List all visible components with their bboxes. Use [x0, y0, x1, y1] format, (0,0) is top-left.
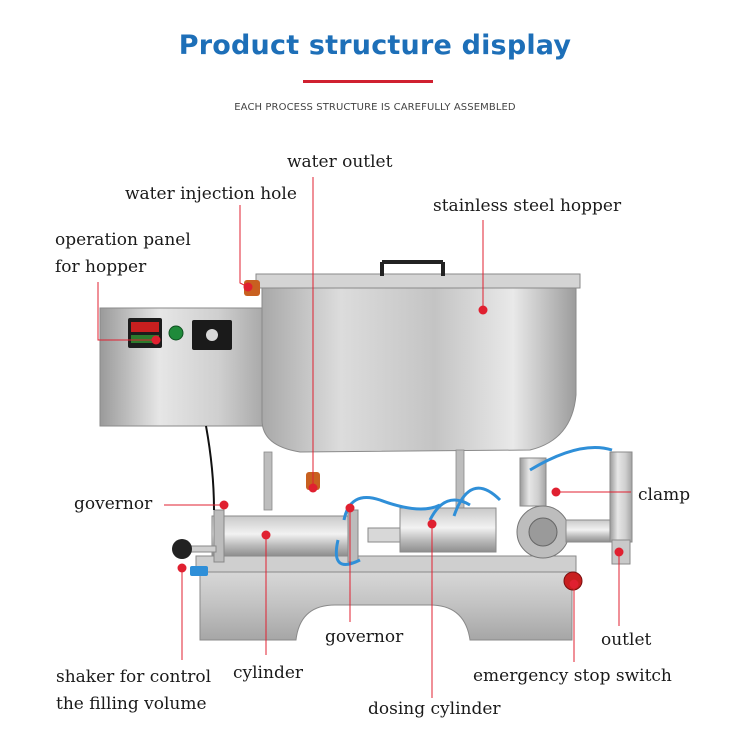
hopper	[244, 260, 581, 507]
label-water-injection-hole: water injection hole	[125, 184, 297, 204]
label-operation-panel-line1: operation panel	[55, 230, 191, 250]
label-clamp: clamp	[638, 485, 691, 505]
label-shaker-line2: the filling volume	[56, 694, 207, 714]
control-panel-box	[99, 307, 271, 427]
label-cylinder: cylinder	[233, 663, 304, 683]
label-operation-panel-line2: for hopper	[55, 257, 147, 277]
support-posts	[263, 449, 465, 511]
callout-dots	[151, 282, 624, 589]
label-dosing-cylinder: dosing cylinder	[368, 699, 501, 719]
label-stainless-steel-hopper: stainless steel hopper	[433, 196, 622, 216]
page-subtitle: EACH PROCESS STRUCTURE IS CAREFULLY ASSE…	[234, 102, 516, 113]
leader-water-injection	[239, 205, 249, 288]
label-water-outlet: water outlet	[287, 152, 393, 172]
label-emergency-stop-switch: emergency stop switch	[473, 666, 672, 686]
label-governor-bottom: governor	[325, 627, 404, 647]
title-underline	[303, 80, 433, 83]
power-cable	[205, 425, 215, 511]
leader-operation-panel	[97, 282, 152, 341]
cylinder-assembly	[211, 451, 633, 565]
machine-base	[195, 555, 577, 641]
label-outlet: outlet	[601, 630, 652, 650]
label-governor-left: governor	[74, 494, 153, 514]
callout-lines	[97, 177, 631, 698]
page-title: Product structure display	[178, 30, 572, 61]
label-shaker-line1: shaker for control	[56, 667, 212, 687]
shaker-handle	[172, 539, 217, 576]
